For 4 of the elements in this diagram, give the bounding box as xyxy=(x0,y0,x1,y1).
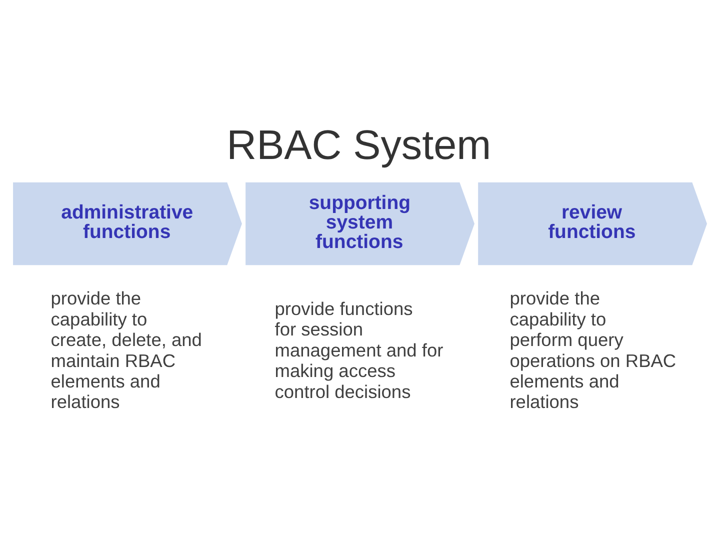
node-label: provide the capability to create, delete, and maintain RBAC elements and relations xyxy=(50,288,202,412)
node-label: provide the capability to perform query operations on RBAC elements and relations xyxy=(510,288,676,412)
diagram-title: RBAC System xyxy=(226,122,492,168)
node-label: provide functions for session management and for making access control decisions xyxy=(274,298,444,402)
